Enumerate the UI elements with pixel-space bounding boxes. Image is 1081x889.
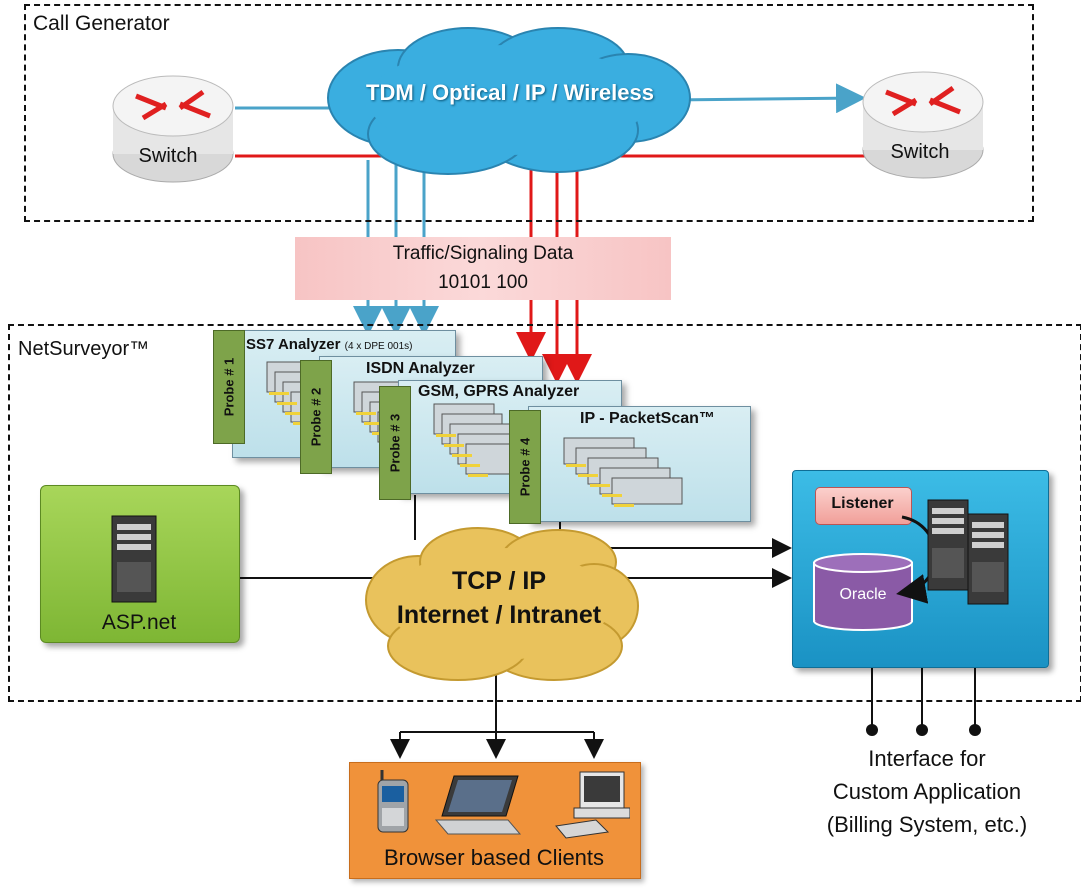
blue-link-right — [669, 83, 866, 114]
probe-tab-4: Probe # 4 — [509, 410, 541, 524]
switch-icon — [862, 71, 984, 179]
internet-cloud-icon — [365, 527, 639, 681]
clients-label: Browser based Clients — [383, 845, 605, 870]
probe-tab-label: Probe # 3 — [387, 413, 403, 473]
call-generator-region — [24, 4, 1034, 222]
server-tower-icon — [967, 513, 1009, 605]
traffic-line1: Traffic/Signaling Data — [392, 243, 574, 264]
cloud-label: TDM / Optical / IP / Wireless — [366, 80, 654, 105]
probe-tab-3: Probe # 3 — [379, 386, 411, 500]
desktop-computer-icon — [555, 771, 630, 839]
probe-tab-label: Probe # 4 — [517, 437, 533, 497]
asp-label: ASP.net — [101, 611, 177, 634]
mobile-phone-icon — [377, 770, 409, 833]
probe-title-text: SS7 Analyzer — [246, 336, 341, 353]
listener-label: Listener — [831, 495, 894, 512]
probe-title-3: GSM, GPRS Analyzer — [418, 383, 580, 400]
probe-tab-label: Probe # 2 — [308, 387, 324, 447]
probe-tab-2: Probe # 2 — [300, 360, 332, 474]
probe-title-2: ISDN Analyzer — [366, 360, 475, 377]
analyzer-card-icon — [563, 437, 683, 507]
interface-line3: (Billing System, etc.) — [826, 812, 1028, 837]
switch-icon — [112, 75, 234, 183]
probe-tab-1: Probe # 1 — [213, 330, 245, 444]
probe-subtitle: (4 x DPE 001s) — [344, 341, 413, 352]
interface-pin — [866, 724, 878, 736]
oracle-database-icon — [813, 553, 913, 631]
probe-tab-label: Probe # 1 — [221, 357, 237, 417]
probe-title-4: IP - PacketScan™ — [580, 410, 715, 427]
traffic-data-box — [295, 237, 671, 300]
interface-line1: Interface for — [868, 746, 986, 771]
tcp-line2: Internet / Intranet — [396, 601, 602, 629]
netsurveyor-title: NetSurveyor™ — [18, 338, 150, 360]
interface-line2: Custom Application — [832, 779, 1022, 804]
laptop-icon — [434, 775, 522, 835]
traffic-line2: 10101 100 — [438, 272, 528, 293]
tcp-line1: TCP / IP — [451, 567, 546, 595]
interface-pin — [969, 724, 981, 736]
listener-box — [815, 487, 912, 525]
interface-pin — [916, 724, 928, 736]
switch-left-label: Switch — [138, 145, 198, 167]
server-tower-icon — [111, 515, 157, 603]
network-cloud-icon — [327, 27, 691, 175]
server-tower-icon — [927, 499, 969, 591]
oracle-label: Oracle — [839, 586, 887, 603]
switch-right-label: Switch — [890, 141, 950, 163]
call-generator-title: Call Generator — [33, 12, 170, 35]
probe-title-1: SS7 Analyzer (4 x DPE 001s) — [246, 336, 412, 353]
